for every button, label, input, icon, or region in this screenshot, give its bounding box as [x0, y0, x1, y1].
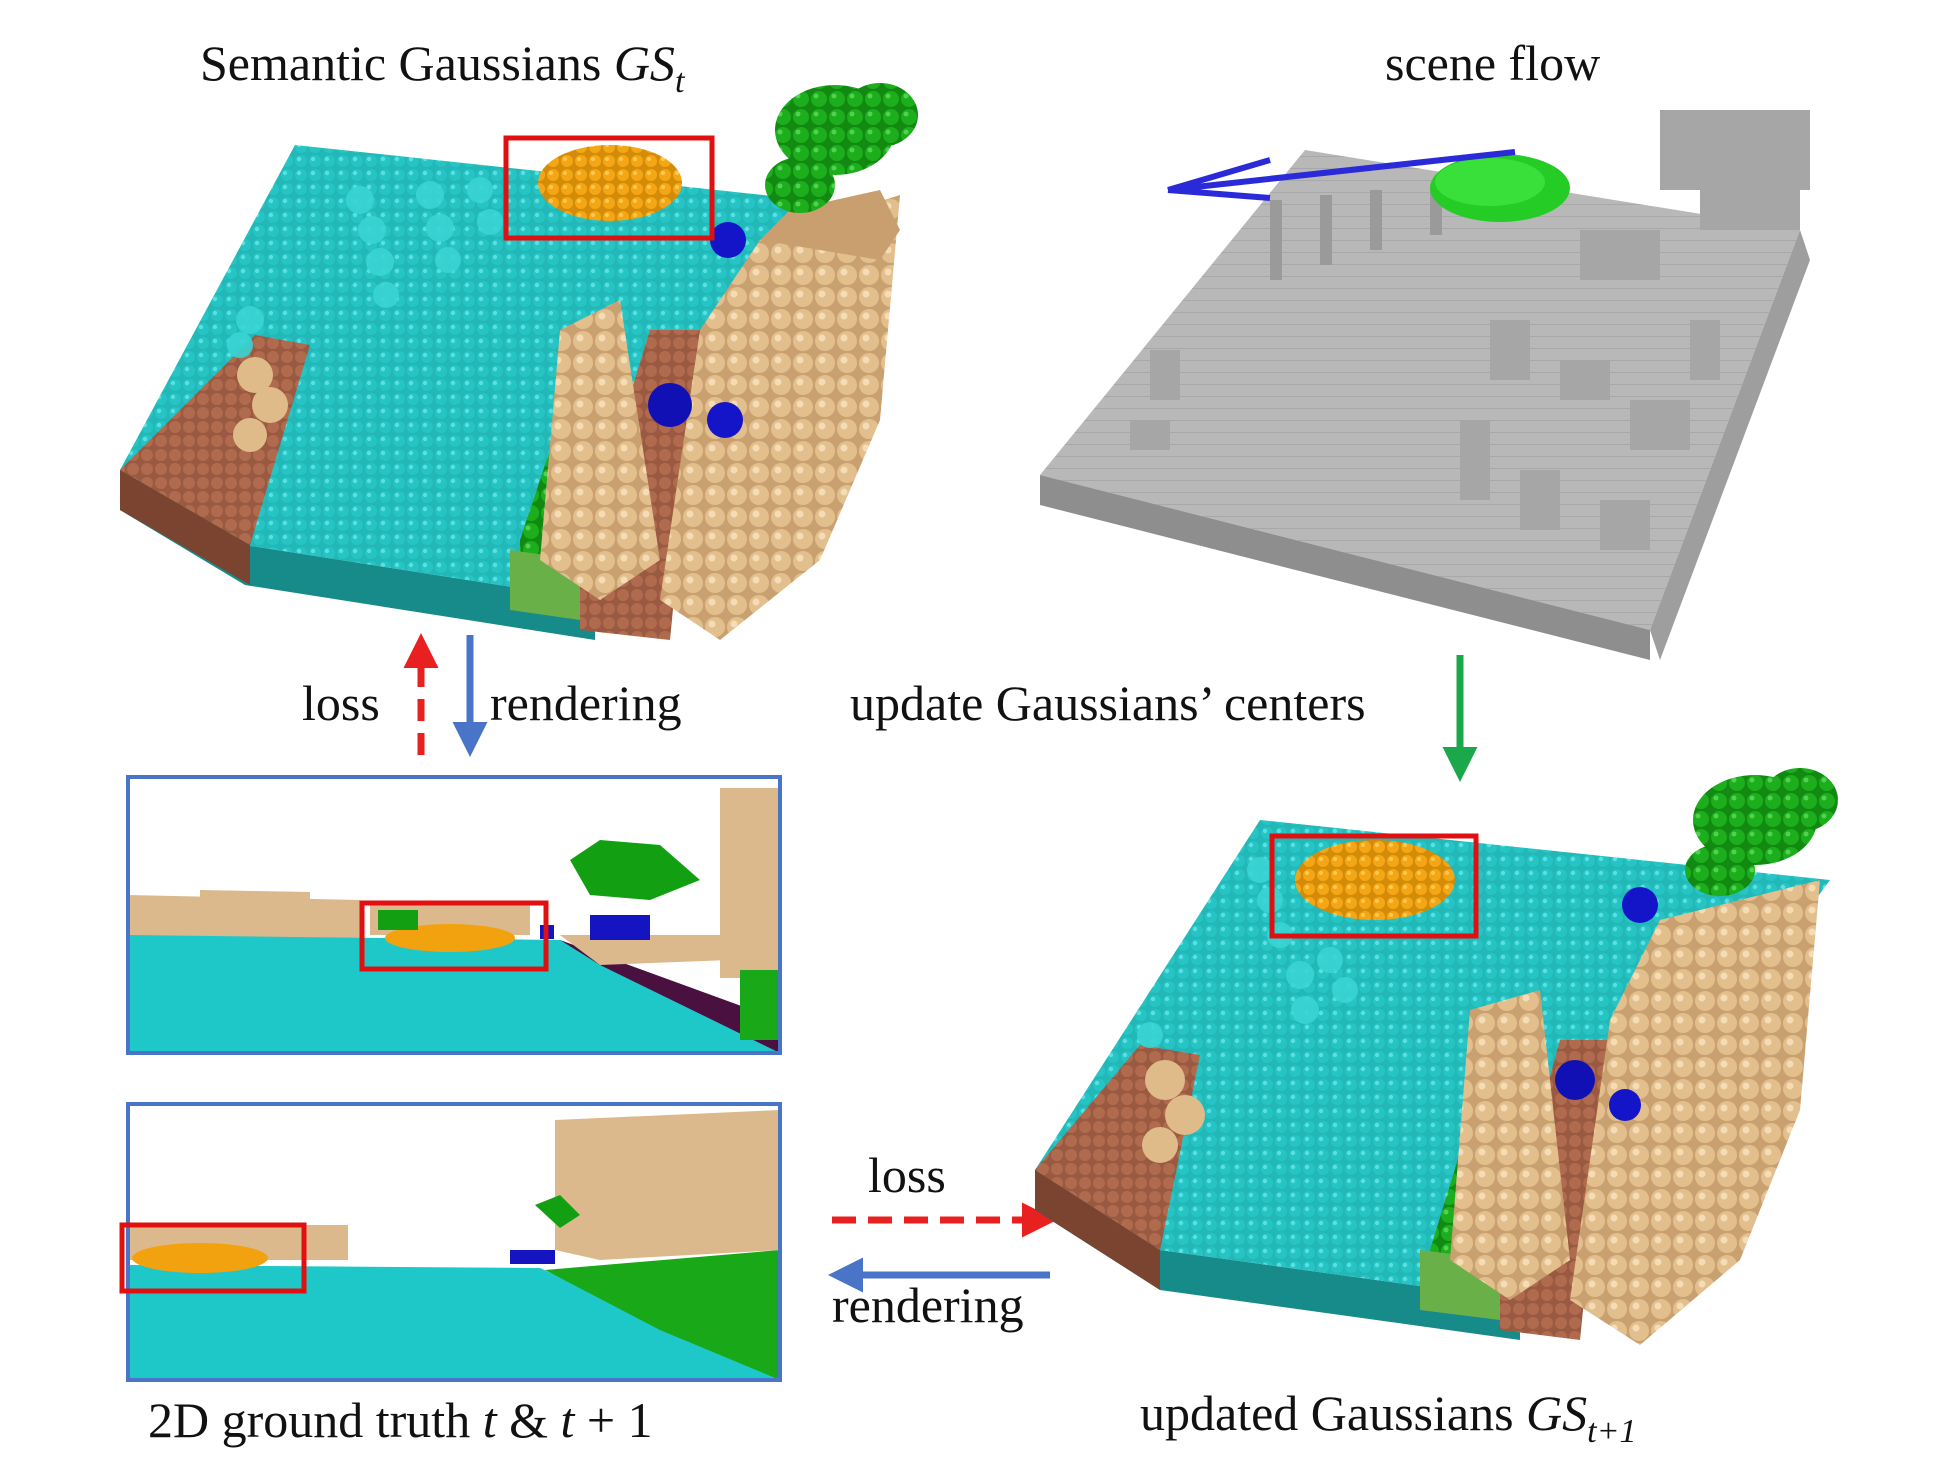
- label-rendering-mid: rendering: [832, 1277, 1024, 1333]
- gt-plus: + 1: [574, 1392, 653, 1448]
- updated-gaussians-scene: [1035, 768, 1838, 1345]
- highlight-box-car-t1: [1269, 833, 1479, 939]
- updated-symbol: GS: [1526, 1385, 1588, 1441]
- label-update-centers: update Gaussians’ centers: [850, 675, 1366, 731]
- label-rendering-top: rendering: [490, 675, 682, 731]
- gt-t: t: [482, 1392, 497, 1448]
- rendered-view-t1: [119, 1102, 782, 1382]
- rendered-view-t: [126, 775, 782, 1055]
- gt-amp: &: [496, 1392, 561, 1448]
- label-loss-top: loss: [302, 675, 380, 731]
- highlight-box-car-t: [503, 135, 715, 241]
- semantic-gaussians-scene: [120, 83, 918, 640]
- title-scene-flow: scene flow: [1385, 35, 1601, 91]
- updated-prefix: updated Gaussians: [1140, 1385, 1527, 1441]
- gt-prefix: 2D ground truth: [148, 1392, 483, 1448]
- label-loss-mid: loss: [868, 1147, 946, 1203]
- semantic-prefix: Semantic Gaussians: [200, 35, 614, 91]
- caption-2d-ground-truth: 2D ground truth t & t + 1: [148, 1395, 653, 1445]
- semantic-subscript: t: [674, 63, 685, 100]
- scene-flow-scene: [1040, 110, 1810, 660]
- updated-subscript: t+1: [1587, 1413, 1637, 1450]
- gt-t2: t: [560, 1392, 575, 1448]
- title-semantic-gaussians: Semantic Gaussians GSt: [200, 38, 684, 99]
- caption-updated-gaussians: updated Gaussians GSt+1: [1140, 1388, 1637, 1449]
- semantic-symbol: GS: [613, 35, 675, 91]
